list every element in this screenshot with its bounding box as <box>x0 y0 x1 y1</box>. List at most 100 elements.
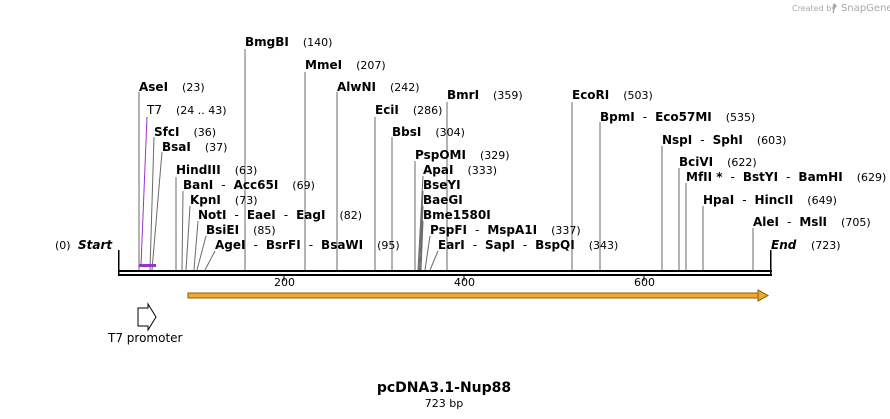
start-position: (0) <box>55 239 71 252</box>
t7-feature-mark <box>139 264 156 267</box>
site-label: ApaI (333) <box>423 163 497 177</box>
end-label: End <box>771 238 797 252</box>
site-position: (304) <box>435 126 465 139</box>
enzyme-name: Eco57MI <box>655 110 712 124</box>
site-position: (622) <box>727 156 757 169</box>
site-position: (343) <box>589 239 619 252</box>
enzyme-name: BsiEI <box>206 223 239 237</box>
site-label: AleI-MslI(705) <box>753 215 871 229</box>
enzyme-name: Acc65I <box>234 178 279 192</box>
enzyme-name: AseI <box>139 80 168 94</box>
site-label: BpmI-Eco57MI(535) <box>600 110 755 124</box>
enzyme-name: HincII <box>755 193 794 207</box>
enzyme-name: EcoRI <box>572 88 609 102</box>
snapgene-logo-icon <box>833 3 837 13</box>
site-position: (69) <box>292 179 315 192</box>
enzyme-name: BsaI <box>162 140 191 154</box>
t7-leader <box>140 116 148 266</box>
enzyme-name: MslI <box>799 215 827 229</box>
enzyme-name: MspA1I <box>487 223 537 237</box>
site-label: KpnI (73) <box>190 193 258 207</box>
site-position: (242) <box>390 81 420 94</box>
site-label: EcoRI (503) <box>572 88 653 102</box>
site-position: (359) <box>493 89 523 102</box>
site-label: MmeI (207) <box>305 58 386 72</box>
site-label: NotI-EaeI-EagI(82) <box>198 208 362 222</box>
site-position: (36) <box>193 126 216 139</box>
site-labels: BmgBI(140) MmeI (207) AlwNI (242) BmrI (359… <box>139 35 886 252</box>
site-label: BsaI (37) <box>162 140 227 154</box>
enzyme-name: SfcI <box>154 125 179 139</box>
enzyme-name: Bme1580I <box>423 208 491 222</box>
site-label: BmrI (359) <box>447 88 523 102</box>
site-position: (535) <box>726 111 756 124</box>
site-label: BmgBI(140) <box>245 35 332 49</box>
site-label: BsiEI (85) <box>206 223 276 237</box>
site-label: HpaI-HincII(649) <box>703 193 837 207</box>
enzyme-name: BbsI <box>392 125 421 139</box>
sequence-backbone <box>118 250 772 276</box>
site-position: (63) <box>235 164 258 177</box>
promoter-label: T7 promoter <box>107 331 183 345</box>
site-label: PspFI-MspA1I(337) <box>430 223 581 237</box>
site-position: (37) <box>205 141 228 154</box>
orf-arrow <box>187 289 770 302</box>
promoter-arrow-icon <box>137 302 157 332</box>
enzyme-name: BsaWI <box>321 238 363 252</box>
end-position: (723) <box>811 239 841 252</box>
site-position: (629) <box>857 171 887 184</box>
enzyme-name: BsrFI <box>266 238 301 252</box>
site-position: (333) <box>467 164 497 177</box>
enzyme-name: EaeI <box>247 208 276 222</box>
enzyme-name: AlwNI <box>337 80 376 94</box>
enzyme-name: ApaI <box>423 163 453 177</box>
enzyme-name: PspFI <box>430 223 467 237</box>
site-label: MfII *-BstYI-BamHI(629) <box>686 170 886 184</box>
site-position: (207) <box>356 59 386 72</box>
site-position: (73) <box>235 194 258 207</box>
site-label: AgeI-BsrFI-BsaWI(95) <box>215 238 400 252</box>
enzyme-name: KpnI <box>190 193 221 207</box>
enzyme-name: EciI <box>375 103 399 117</box>
enzyme-name: SapI <box>485 238 515 252</box>
enzyme-name: BaeGI <box>423 193 463 207</box>
site-label: EciI (286) <box>375 103 442 117</box>
site-label: AseI (23) <box>139 80 205 94</box>
site-position: (286) <box>413 104 443 117</box>
tick-label: 400 <box>454 276 475 289</box>
site-position: (140) <box>303 36 333 49</box>
site-position: (503) <box>623 89 653 102</box>
site-position: (705) <box>841 216 871 229</box>
site-position: (23) <box>182 81 205 94</box>
site-label: EarI-SapI-BspQI(343) <box>438 238 618 252</box>
enzyme-name: EarI <box>438 238 465 252</box>
map-length: 723 bp <box>425 397 463 410</box>
enzyme-name: HpaI <box>703 193 734 207</box>
site-label: NspI-SphI(603) <box>662 133 786 147</box>
start-label: Start <box>78 238 113 252</box>
site-position: (337) <box>551 224 581 237</box>
enzyme-name: SphI <box>713 133 743 147</box>
site-label: BaeGI <box>423 193 463 207</box>
enzyme-name: NspI <box>662 133 692 147</box>
enzyme-name: PspOMI <box>415 148 466 162</box>
enzyme-name: BstYI <box>743 170 778 184</box>
enzyme-name: MmeI <box>305 58 342 72</box>
site-label: PspOMI(329) <box>415 148 510 162</box>
site-label: SfcI (36) <box>154 125 216 139</box>
map-title: pcDNA3.1-Nup88 <box>377 380 511 396</box>
t7-label: T7(24 .. 43) <box>146 103 227 117</box>
enzyme-name: AleI <box>753 215 779 229</box>
site-position: (85) <box>253 224 276 237</box>
enzyme-name: MfII * <box>686 170 723 184</box>
site-label: Bme1580I <box>423 208 491 222</box>
site-position: (603) <box>757 134 787 147</box>
enzyme-name: BpmI <box>600 110 635 124</box>
snapgene-brand: SnapGene <box>841 3 890 14</box>
site-label: BanI-Acc65I(69) <box>183 178 315 192</box>
enzyme-name: BmrI <box>447 88 479 102</box>
t7-name: T7 <box>146 103 162 117</box>
site-label: HindIII(63) <box>176 163 257 177</box>
tick-label: 600 <box>634 276 655 289</box>
